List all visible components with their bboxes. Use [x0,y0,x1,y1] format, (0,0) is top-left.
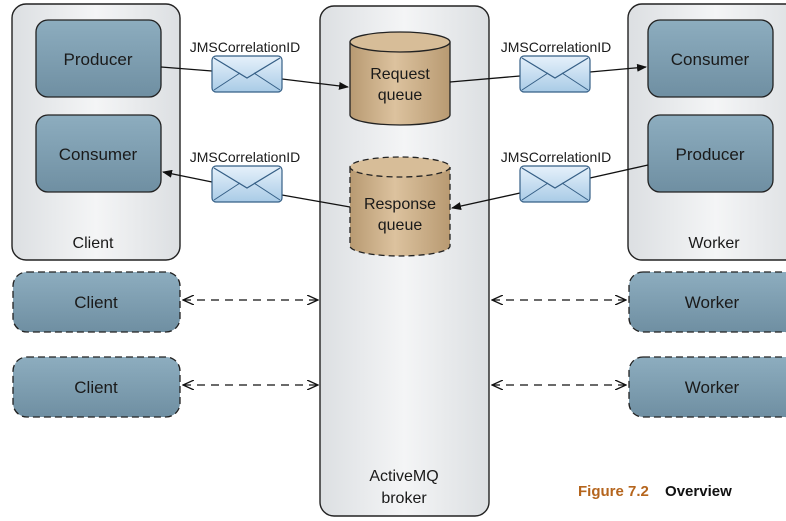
client-producer-label: Producer [64,50,133,69]
extra-worker-box-1: Worker [628,271,786,333]
request-queue-cylinder: Request queue [349,31,451,126]
extra-worker-1-label: Worker [685,293,740,312]
client-consumer-label: Consumer [59,145,138,164]
correlation-id-label-2: JMSCorrelationID [501,39,611,55]
figure-number: Figure 7.2 [578,483,649,500]
worker-consumer-label: Consumer [671,50,750,69]
client-consumer-node: Consumer [35,114,162,193]
extra-worker-box-2: Worker [628,356,786,418]
envelope-icon-3 [211,165,283,203]
response-queue-label-line2: queue [378,217,423,234]
broker-label-line1: ActiveMQ [369,468,438,485]
worker-panel-label: Worker [688,235,740,252]
response-queue-label-line1: Response [364,196,436,213]
request-queue-label-line2: queue [378,87,423,104]
figure-title: Overview [665,483,732,500]
arrow-worker-to-response-queue-tail [451,192,521,210]
correlation-id-label-1: JMSCorrelationID [190,39,300,55]
message-flow-arrows [160,63,649,210]
extra-client-box-1: Client [12,271,181,333]
extra-worker-2-label: Worker [685,378,740,397]
broker-label-line2: broker [381,490,427,507]
arrow-response-queue-to-client [281,194,351,208]
arrow-worker-to-response-queue [589,164,649,179]
worker-producer-node: Producer [647,114,774,193]
envelope-icon-4 [519,165,591,203]
correlation-id-label-3: JMSCorrelationID [190,149,300,165]
extra-client-2-label: Client [74,378,118,397]
envelope-icon-2 [519,55,591,93]
dashed-connectors [183,300,626,385]
arrow-request-queue-to-worker-tail [589,63,647,73]
arrow-request-queue-to-worker [449,75,521,83]
extra-client-box-2: Client [12,356,181,418]
worker-consumer-node: Consumer [647,19,774,98]
extra-client-1-label: Client [74,293,118,312]
worker-producer-label: Producer [676,145,745,164]
request-queue-label-line1: Request [370,66,430,83]
arrow-response-queue-to-client-tail [162,169,213,183]
envelope-icon-1 [211,55,283,93]
correlation-id-label-4: JMSCorrelationID [501,149,611,165]
arrow-producer-to-request-queue-tail [281,78,349,90]
figure-caption: Figure 7.2 Overview [578,483,732,500]
arrow-producer-to-request-queue [160,66,213,72]
client-panel-label: Client [73,235,114,252]
client-producer-node: Producer [35,19,162,98]
broker-panel: ActiveMQ broker [319,5,490,517]
response-queue-cylinder: Response queue [349,156,451,257]
